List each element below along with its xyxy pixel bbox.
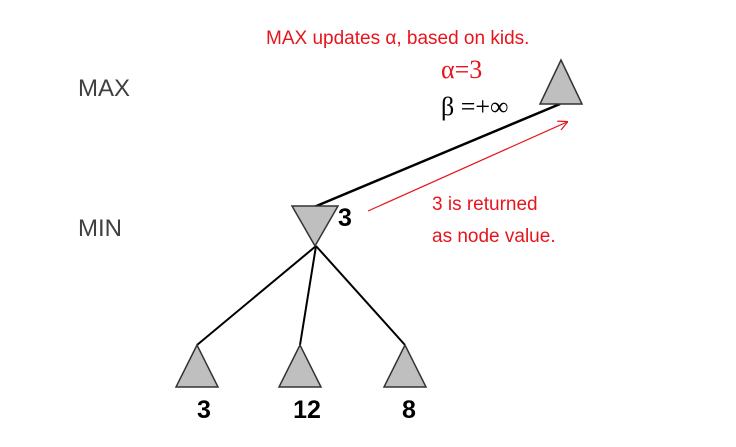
level-label-max: MAX: [78, 75, 130, 102]
annotation-returned-line2: as node value.: [432, 226, 556, 247]
annotation-alpha: α=3: [441, 55, 482, 84]
annotation-beta: β =+∞: [441, 92, 509, 121]
edge-min-leaf-2: [299, 245, 317, 346]
level-label-min: MIN: [78, 215, 122, 242]
return-arrow: [367, 122, 567, 212]
leaf-value-1: 3: [197, 396, 211, 424]
leaf-value-2: 12: [293, 396, 321, 424]
leaf-node-2: [277, 343, 323, 388]
edge-min-leaf-3: [315, 245, 406, 346]
leaf-node-1: [174, 343, 220, 388]
annotation-header: MAX updates α, based on kids.: [266, 28, 529, 49]
edge-max-min-outer: [313, 102, 561, 209]
leaf-value-3: 8: [402, 396, 416, 424]
edge-min-leaf-1: [196, 245, 317, 346]
min-node-value: 3: [338, 204, 352, 232]
max-node: [538, 58, 584, 105]
min-node: [290, 205, 340, 248]
leaf-node-3: [382, 343, 428, 388]
annotation-returned-line1: 3 is returned: [432, 194, 538, 215]
